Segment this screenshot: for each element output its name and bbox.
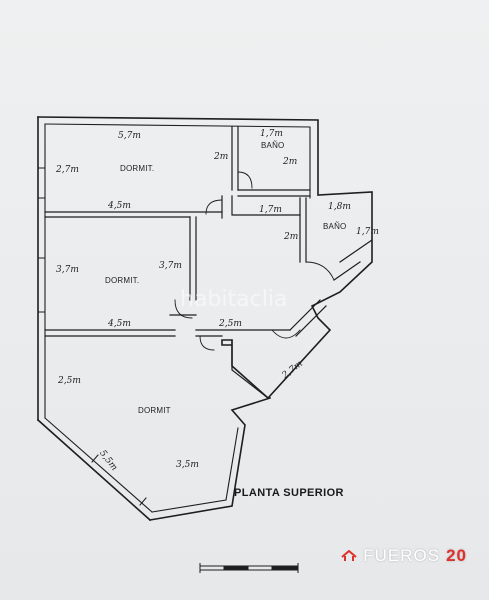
closet-wall <box>289 299 327 337</box>
door-arc-closet <box>271 329 301 339</box>
south-wall-inner <box>151 427 239 513</box>
bathroom-2-west-wall <box>299 197 307 263</box>
southwest-wall <box>36 418 152 522</box>
door-arc-bath-1 <box>237 171 253 189</box>
bathroom-1-walls <box>237 189 311 197</box>
outer-wall <box>37 116 373 400</box>
bedroom-1-wall <box>44 211 223 218</box>
dimension-label: 3,7m <box>159 261 182 271</box>
corridor-south-wall <box>195 329 291 337</box>
room-label-bedroom-2: DORMIT. <box>105 276 139 285</box>
dimension-label: 2m <box>213 152 228 162</box>
dimension-label: 1,7m <box>260 129 283 139</box>
dimension-label: 2m <box>283 232 298 242</box>
window-west-2 <box>37 257 46 313</box>
room-label-bathroom-2: BAÑO <box>323 222 346 231</box>
dimension-label: 5,5m <box>97 449 119 473</box>
dimension-label: 2,7m <box>55 165 79 175</box>
dimension-label: 2,5m <box>57 376 81 386</box>
bedroom-1-east-wall <box>231 126 239 191</box>
dimension-label: 2,7m <box>280 359 305 382</box>
south-wall <box>149 396 272 521</box>
scale-bar <box>199 563 299 573</box>
window-west-1 <box>37 167 46 199</box>
room-label-bedroom-3: DORMIT <box>138 406 171 415</box>
dimension-label: 1,7m <box>356 227 379 237</box>
door-arc-bed-1 <box>205 199 223 215</box>
corridor-west-wall <box>189 216 197 301</box>
window-sw <box>91 454 147 506</box>
room-label-bathroom-1: BAÑO <box>261 141 284 150</box>
door-arc-bed-2 <box>174 299 193 319</box>
dimension-label: 3,5m <box>176 460 199 470</box>
bathroom-2-diag-wall <box>333 239 373 281</box>
plan-caption: PLANTA SUPERIOR <box>234 487 344 499</box>
corridor-north-wall <box>231 195 301 216</box>
outer-wall-inner <box>44 123 311 199</box>
southwest-wall-inner <box>44 417 153 513</box>
dimension-label: 4,5m <box>107 319 131 329</box>
closet-inner <box>231 339 269 399</box>
dimension-label: 1,7m <box>259 205 282 215</box>
house-icon <box>341 550 357 561</box>
dimension-label: 2,5m <box>218 319 242 329</box>
door-arc-bath-2 <box>305 261 335 281</box>
dimension-label: 2m <box>282 157 297 167</box>
door-arc-bed-3 <box>199 335 215 351</box>
watermark-text: habitaclia <box>180 287 287 312</box>
bedroom-2-south-wall <box>44 329 176 337</box>
brand-logo: FUEROS 20 <box>341 546 467 566</box>
dimension-label: 1,8m <box>328 202 351 212</box>
dimension-label: 3,7m <box>56 265 79 275</box>
dimension-label: 5,7m <box>118 131 141 141</box>
room-label-bedroom-1: DORMIT. <box>120 164 154 173</box>
brand-name: FUEROS <box>363 546 441 565</box>
dimension-label: 4,5m <box>107 201 131 211</box>
brand-number: 20 <box>446 546 467 565</box>
